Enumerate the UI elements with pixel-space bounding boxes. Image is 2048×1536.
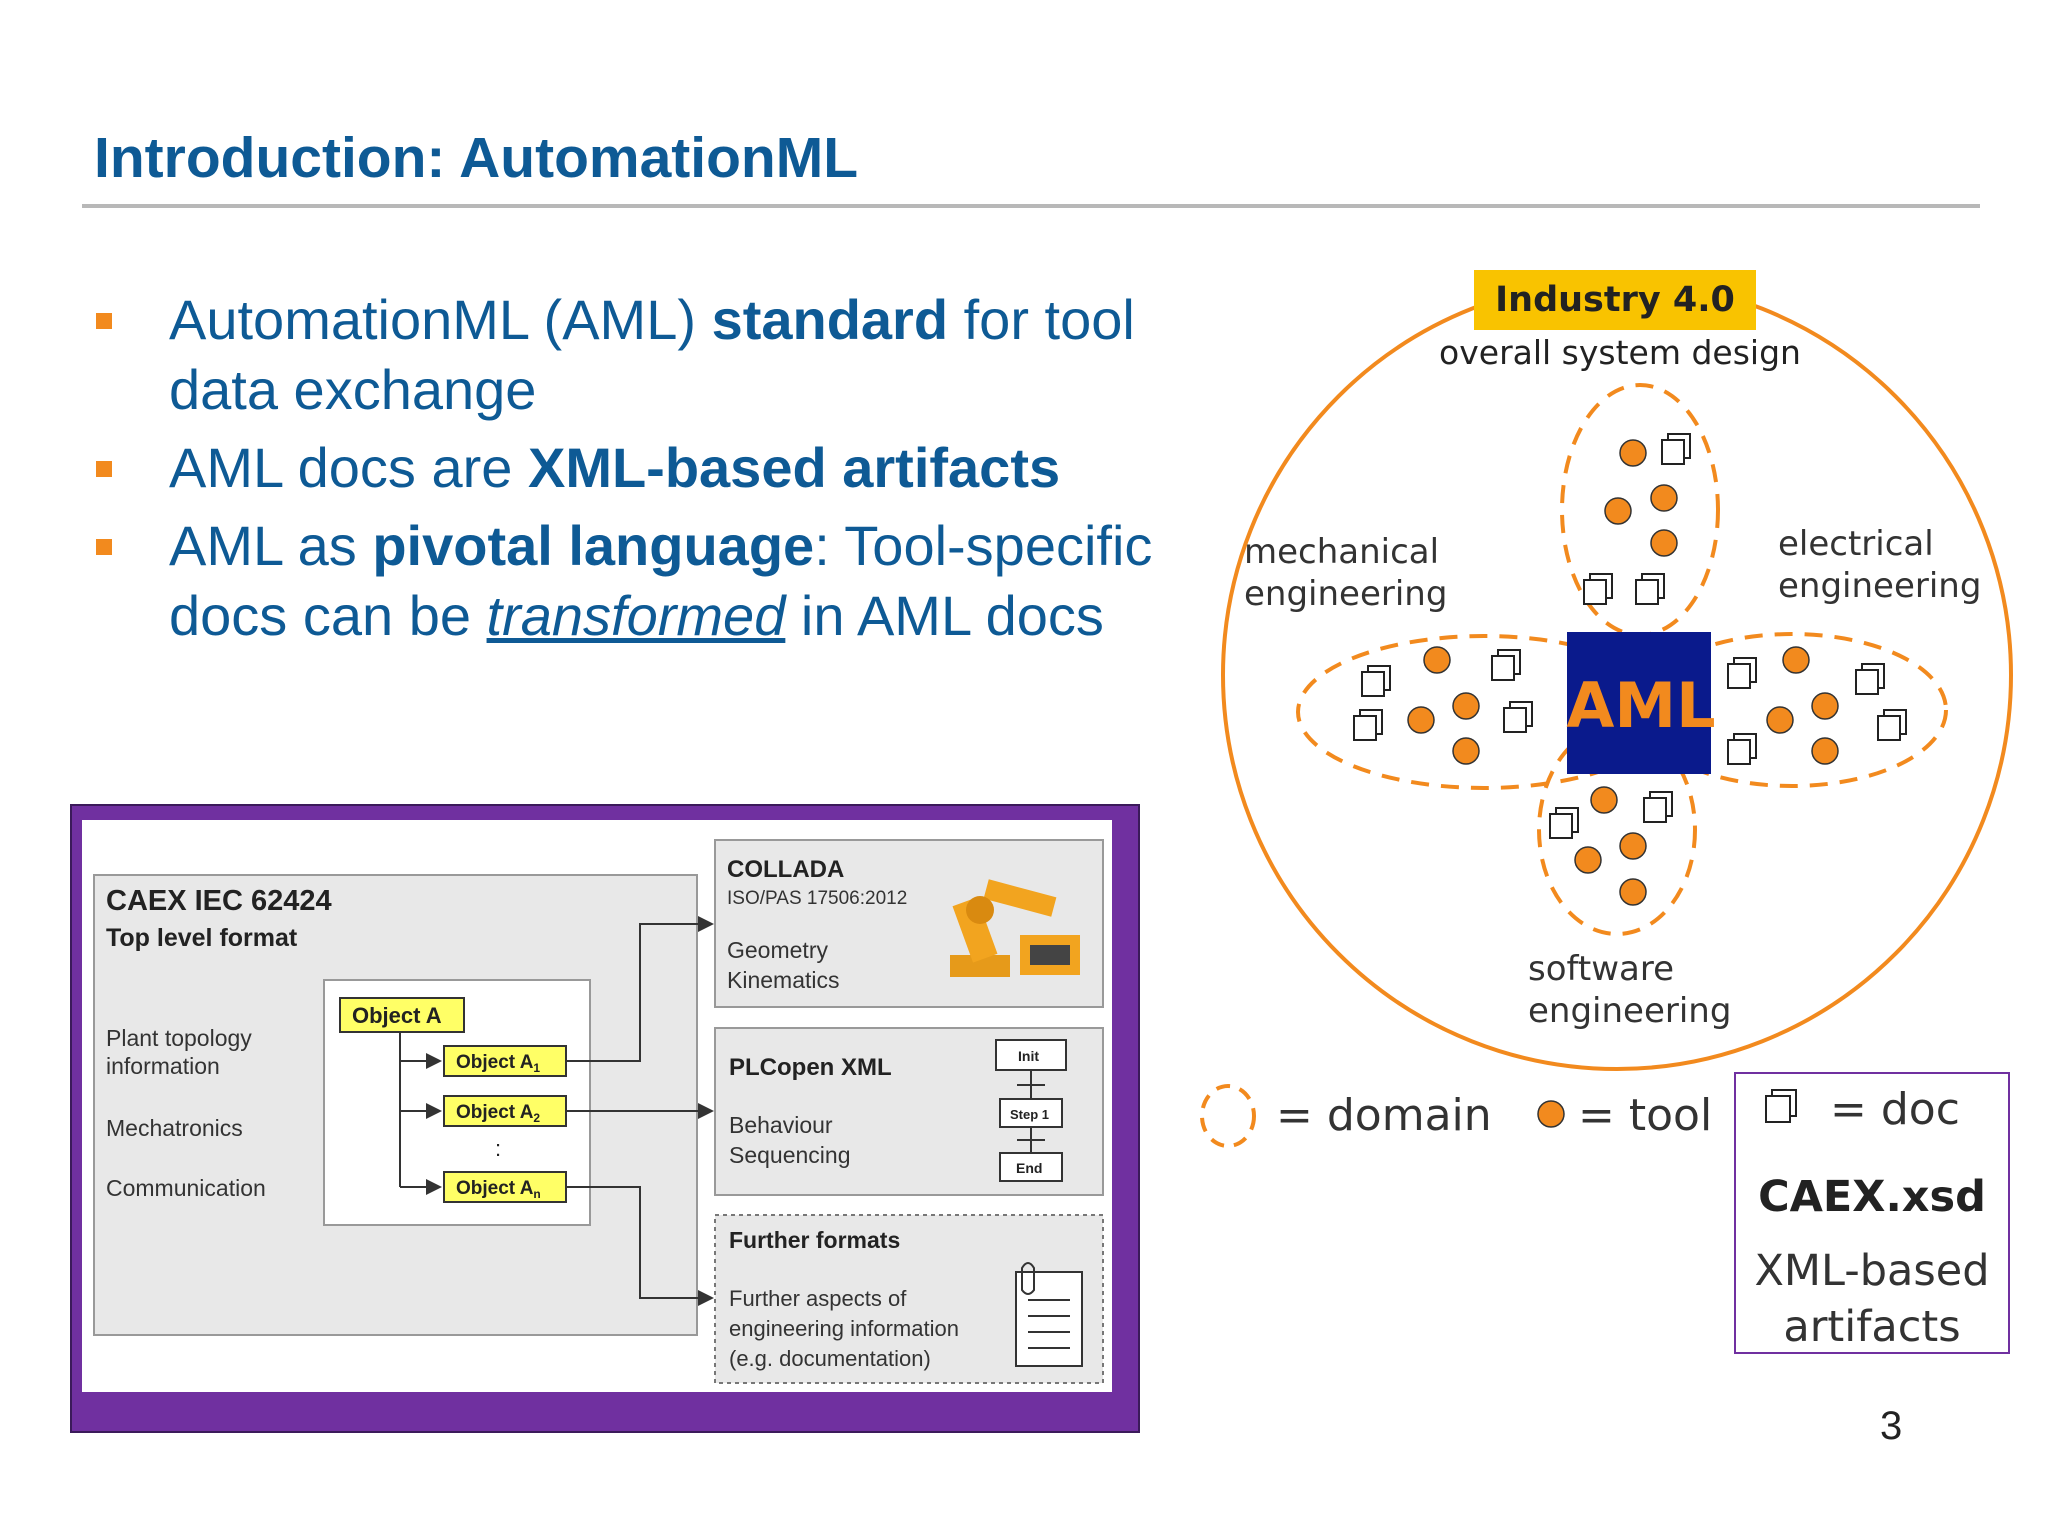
aml-diagram: Industry 4.0 overall system design AML m… <box>1200 270 2013 1354</box>
tool-dot <box>1619 832 1647 860</box>
caex-item-communication: Communication <box>106 1175 266 1201</box>
tool-dot <box>1619 439 1647 467</box>
caex-title: CAEX IEC 62424 <box>106 885 332 917</box>
bullet-square-icon <box>96 461 112 477</box>
collada-title: COLLADA <box>727 856 844 883</box>
bullet-item: AutomationML (AML) standard for tool dat… <box>94 285 1174 425</box>
collada-item-kinematics: Kinematics <box>727 967 839 993</box>
doc-icon <box>1549 807 1579 839</box>
object-a2-label: Object A2 <box>456 1102 540 1125</box>
caex-subtitle: Top level format <box>106 924 298 952</box>
object-a-label: Object A <box>352 1003 442 1028</box>
tool-dot <box>1407 706 1435 734</box>
doc-icon <box>1855 663 1885 695</box>
bullet-list: AutomationML (AML) standard for tool dat… <box>94 285 1174 659</box>
doc-icon <box>1661 433 1691 465</box>
title-divider <box>82 204 1980 208</box>
object-a-box <box>339 997 465 1033</box>
legend: = domain = tool = doc CAEX.xsd XML-based… <box>1200 1072 2010 1354</box>
caex-figure: CAEX IEC 62424 Top level format Plant to… <box>82 820 1112 1392</box>
further-item: engineering information <box>729 1316 959 1341</box>
doc-icons <box>1353 433 1907 839</box>
further-title: Further formats <box>729 1227 900 1253</box>
doc-icon <box>1635 573 1665 605</box>
doc-icon <box>1727 657 1757 689</box>
industry-label: Industry 4.0 <box>1495 280 1735 320</box>
object-a2-box <box>443 1095 567 1127</box>
tool-dot <box>1423 646 1451 674</box>
tool-dot <box>1766 706 1794 734</box>
object-a1-label: Object A1 <box>456 1052 540 1075</box>
further-item: (e.g. documentation) <box>729 1346 931 1371</box>
legend-doc-label: = doc <box>1830 1084 1960 1135</box>
overall-label: overall system design <box>1439 333 1801 372</box>
tool-dot <box>1619 878 1647 906</box>
bullet-square-icon <box>96 313 112 329</box>
further-item: Further aspects of <box>729 1286 907 1311</box>
object-an-label: Object An <box>456 1178 541 1201</box>
tool-dot <box>1650 529 1678 557</box>
tool-dot <box>1782 646 1810 674</box>
tool-dots <box>1407 439 1839 906</box>
collada-item-geometry: Geometry <box>727 937 828 963</box>
legend-domain-icon <box>1200 1084 1256 1148</box>
doc-icon <box>1503 701 1533 733</box>
aml-center-box <box>1567 632 1711 774</box>
aml-center-label: AML <box>1566 669 1715 742</box>
svg-text:Init: Init <box>1018 1048 1039 1064</box>
tool-dot <box>1811 737 1839 765</box>
caex-item-mechatronics: Mechatronics <box>106 1115 243 1141</box>
collada-sub: ISO/PAS 17506:2012 <box>727 888 907 909</box>
robot-arm-icon <box>950 879 1080 977</box>
bullet-item: AML docs are XML-based artifacts <box>94 433 1174 503</box>
arrow-to-collada <box>566 916 714 1062</box>
doc-icon <box>1491 649 1521 681</box>
arrow-to-further <box>566 1186 714 1306</box>
collada-box <box>714 839 1104 1008</box>
doc-icon <box>1361 665 1391 697</box>
tool-dot <box>1590 786 1618 814</box>
bullet-square-icon <box>96 539 112 555</box>
object-an-box <box>443 1171 567 1203</box>
doc-icon <box>1643 791 1673 823</box>
industry-badge <box>1474 270 1756 330</box>
legend-tool-label: = tool <box>1578 1090 1712 1141</box>
plcopen-item-behaviour: Behaviour <box>729 1112 833 1138</box>
tool-dot <box>1574 846 1602 874</box>
doc-icon <box>1353 709 1383 741</box>
legend-domain-label: = domain <box>1276 1090 1492 1141</box>
document-icon <box>1015 1262 1083 1367</box>
legend-tool-icon <box>1537 1100 1565 1128</box>
doc-icon <box>1583 573 1613 605</box>
page-number: 3 <box>1880 1404 1903 1448</box>
tool-dot <box>1452 692 1480 720</box>
doc-icon <box>1727 733 1757 765</box>
legend-doc-icon <box>1765 1089 1797 1123</box>
plcopen-title: PLCopen XML <box>729 1054 892 1081</box>
slide-title: Introduction: AutomationML <box>94 126 859 190</box>
bullet-item: AML as pivotal language: Tool-specific d… <box>94 511 1174 651</box>
tool-dot <box>1604 497 1632 525</box>
tool-dot <box>1452 737 1480 765</box>
object-a1-box <box>443 1045 567 1077</box>
doc-icon <box>1877 709 1907 741</box>
svg-text:End: End <box>1016 1160 1042 1176</box>
object-ellipsis: : <box>495 1136 501 1161</box>
plcopen-item-sequencing: Sequencing <box>729 1142 851 1168</box>
caex-xsd-title: CAEX.xsd <box>1758 1172 1986 1222</box>
tool-dot <box>1811 692 1839 720</box>
svg-text:Step 1: Step 1 <box>1010 1107 1049 1122</box>
tool-dot <box>1650 484 1678 512</box>
sfc-flow-icon: Init Step 1 End <box>995 1039 1067 1182</box>
